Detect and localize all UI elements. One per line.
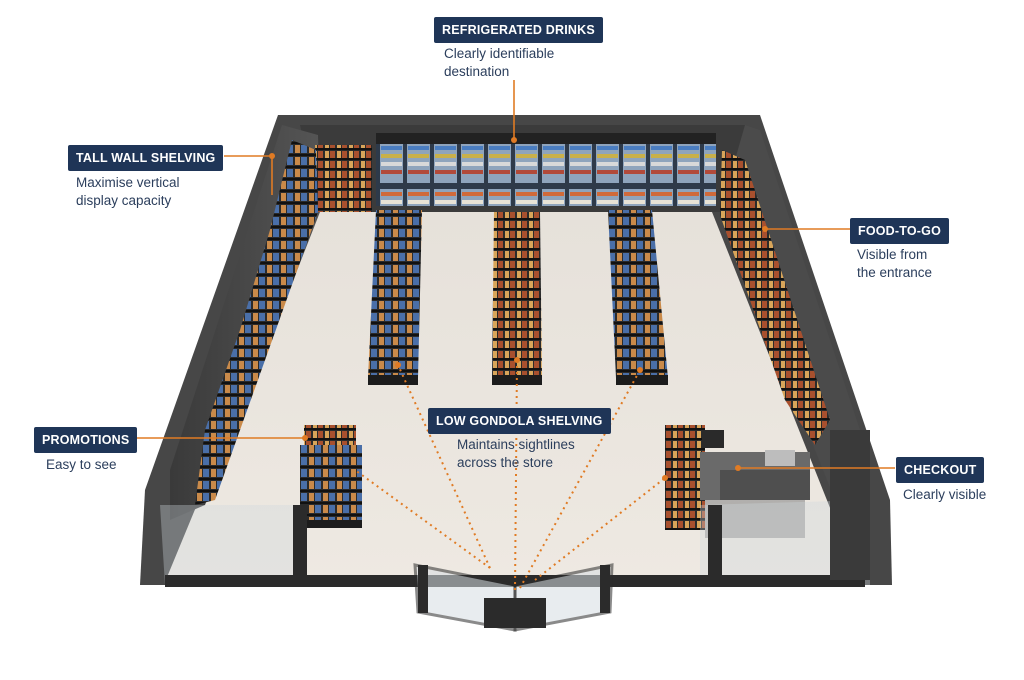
refrigerated-drinks-label: REFRIGERATED DRINKS	[434, 17, 603, 43]
food-to-go-line-1: Visible from	[857, 247, 928, 262]
checkout-description: Clearly visible	[903, 486, 986, 504]
front-wall-base	[165, 575, 865, 587]
fridge-row	[376, 144, 716, 206]
tall-wall-shelving-line-2: display capacity	[76, 193, 172, 208]
sightlines	[354, 359, 666, 591]
fridge-top	[376, 133, 716, 144]
entrance-doors	[413, 563, 614, 632]
front-post-left	[293, 505, 307, 587]
leader-dots	[269, 137, 768, 481]
promotions-line-1: Easy to see	[46, 457, 117, 472]
front-glass-left	[160, 505, 300, 585]
food-to-go-description: Visible from the entrance	[857, 246, 932, 282]
refrigerated-drinks-line-1: Clearly identifiable	[444, 46, 555, 61]
tall-wall-shelving-line-1: Maximise vertical	[76, 175, 180, 190]
promotions-description: Easy to see	[46, 456, 117, 474]
gondola-right	[608, 210, 668, 385]
refrigerated-drinks-description: Clearly identifiable destination	[444, 45, 554, 81]
promotion-stand	[300, 425, 362, 528]
food-to-go-label: FOOD-TO-GO	[850, 218, 950, 244]
low-gondola-shelving-line-2: across the store	[457, 455, 554, 470]
food-to-go-line-2: the entrance	[857, 265, 933, 280]
front-glass-right	[700, 500, 870, 585]
tall-wall-shelving-label: TALL WALL SHELVING	[68, 145, 224, 171]
gondola-left	[368, 210, 422, 385]
low-gondola-shelving-description: Maintains sightlines across the store	[457, 436, 575, 472]
promotions-label: PROMOTIONS	[34, 427, 138, 453]
refrigerated-drinks-line-2: destination	[444, 64, 510, 79]
front-post-right	[708, 505, 722, 587]
checkout-line-1: Clearly visible	[903, 487, 987, 502]
corner-shelving	[315, 145, 372, 212]
right-wall-shelving	[720, 150, 830, 445]
right-column	[830, 430, 870, 580]
low-gondola-shelving-label: LOW GONDOLA SHELVING	[428, 408, 611, 434]
left-wall-shelving	[195, 140, 318, 505]
tall-wall-shelving-description: Maximise vertical display capacity	[76, 174, 180, 210]
checkout-label: CHECKOUT	[896, 457, 985, 483]
low-gondola-shelving-line-1: Maintains sightlines	[457, 437, 575, 452]
